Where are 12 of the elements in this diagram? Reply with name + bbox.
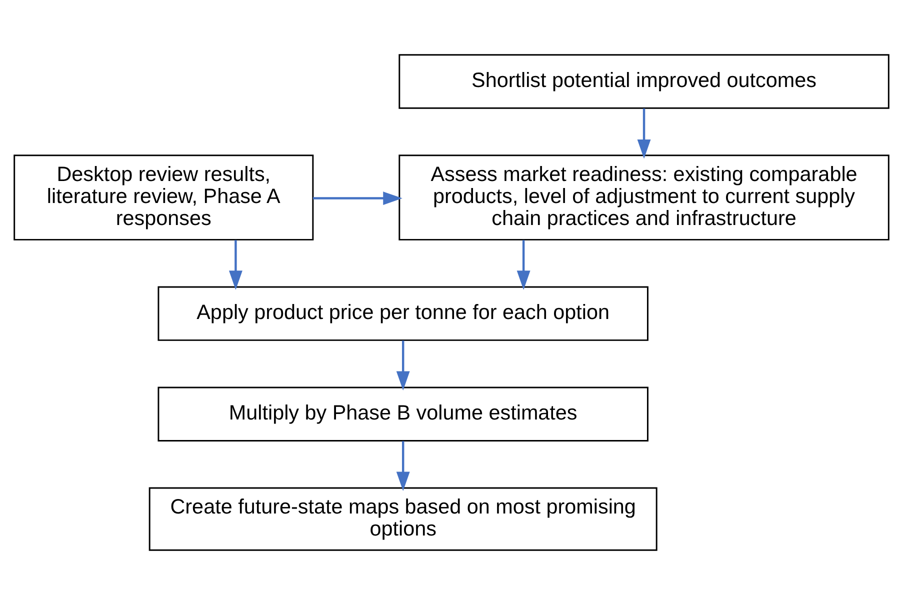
arrow: [228, 240, 242, 290]
node-box: Shortlist potential improved outcomes: [398, 54, 890, 109]
arrow: [516, 240, 530, 290]
node-box: Create future-state maps based on most promising options: [148, 487, 658, 551]
arrow: [396, 441, 410, 491]
node-box: Multiply by Phase B volume estimates: [158, 386, 648, 442]
node-box: Desktop review results, literature review, Phase A responses: [14, 154, 314, 240]
node-box: Apply product price per tonne for each option: [158, 286, 648, 341]
arrow: [396, 340, 410, 390]
arrow: [637, 108, 651, 159]
node-box: Assess market readiness: existing comparable products, level of adjustment to current supply chain practices and infrastructure: [398, 154, 890, 240]
arrow: [313, 192, 402, 206]
